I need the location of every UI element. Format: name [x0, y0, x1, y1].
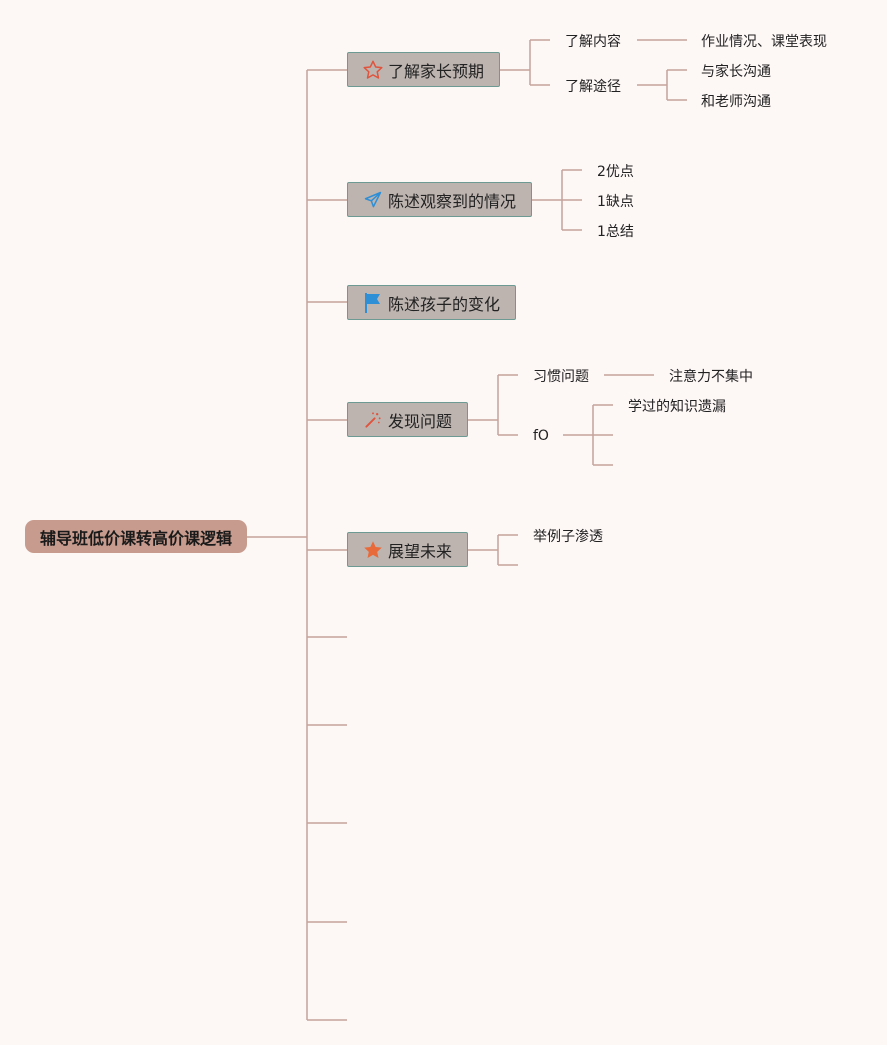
branch-label: 陈述观察到的情况	[388, 191, 517, 211]
leaf-attention[interactable]: 注意力不集中	[669, 366, 753, 386]
branch-label: 了解家长预期	[388, 61, 485, 81]
branch-label: 发现问题	[388, 411, 453, 431]
leaf-label: 作业情况、课堂表现	[701, 34, 827, 50]
branch-node-parent-expectations[interactable]: 了解家长预期	[347, 52, 500, 87]
branch-label: 展望未来	[388, 541, 453, 561]
leaf-summary[interactable]: 1总结	[597, 221, 634, 241]
leaf-give-examples[interactable]: 举例子渗透	[533, 526, 603, 546]
paper-plane-icon	[362, 189, 384, 211]
root-node[interactable]: 辅导班低价课转高价课逻辑	[25, 520, 247, 553]
star-outline-icon	[362, 59, 384, 81]
leaf-talk-teachers[interactable]: 和老师沟通	[701, 91, 771, 111]
leaf-talk-parents[interactable]: 与家长沟通	[701, 61, 771, 81]
subtopic-habit-problems[interactable]: 习惯问题	[533, 366, 589, 386]
leaf-label: 注意力不集中	[669, 369, 753, 385]
leaf-strengths[interactable]: 2优点	[597, 161, 634, 181]
leaf-weakness[interactable]: 1缺点	[597, 191, 634, 211]
subtopic-fo[interactable]: fO	[533, 426, 549, 446]
branch-node-future-outlook[interactable]: 展望未来	[347, 532, 468, 567]
star-filled-icon	[362, 539, 384, 561]
leaf-label: 举例子渗透	[533, 529, 603, 545]
branch-node-find-problems[interactable]: 发现问题	[347, 402, 468, 437]
subtopic-learn-content[interactable]: 了解内容	[565, 31, 621, 51]
flag-icon	[362, 292, 384, 314]
subtopic-label: 习惯问题	[533, 369, 589, 385]
magic-wand-icon	[362, 409, 384, 431]
leaf-label: 1缺点	[597, 194, 634, 210]
leaf-homework-class[interactable]: 作业情况、课堂表现	[701, 31, 827, 51]
leaf-label: 1总结	[597, 224, 634, 240]
branch-node-observations[interactable]: 陈述观察到的情况	[347, 182, 532, 217]
leaf-label: 与家长沟通	[701, 64, 771, 80]
subtopic-learn-channel[interactable]: 了解途径	[565, 76, 621, 96]
subtopic-label: 了解途径	[565, 79, 621, 95]
root-label: 辅导班低价课转高价课逻辑	[39, 528, 232, 548]
branch-label: 陈述孩子的变化	[388, 294, 501, 314]
leaf-label: 2优点	[597, 164, 634, 180]
leaf-label: 学过的知识遗漏	[628, 399, 726, 415]
subtopic-label: 了解内容	[565, 34, 621, 50]
subtopic-label: fO	[533, 428, 549, 444]
branch-node-child-changes[interactable]: 陈述孩子的变化	[347, 285, 516, 320]
leaf-knowledge-gaps[interactable]: 学过的知识遗漏	[628, 396, 726, 416]
leaf-label: 和老师沟通	[701, 94, 771, 110]
